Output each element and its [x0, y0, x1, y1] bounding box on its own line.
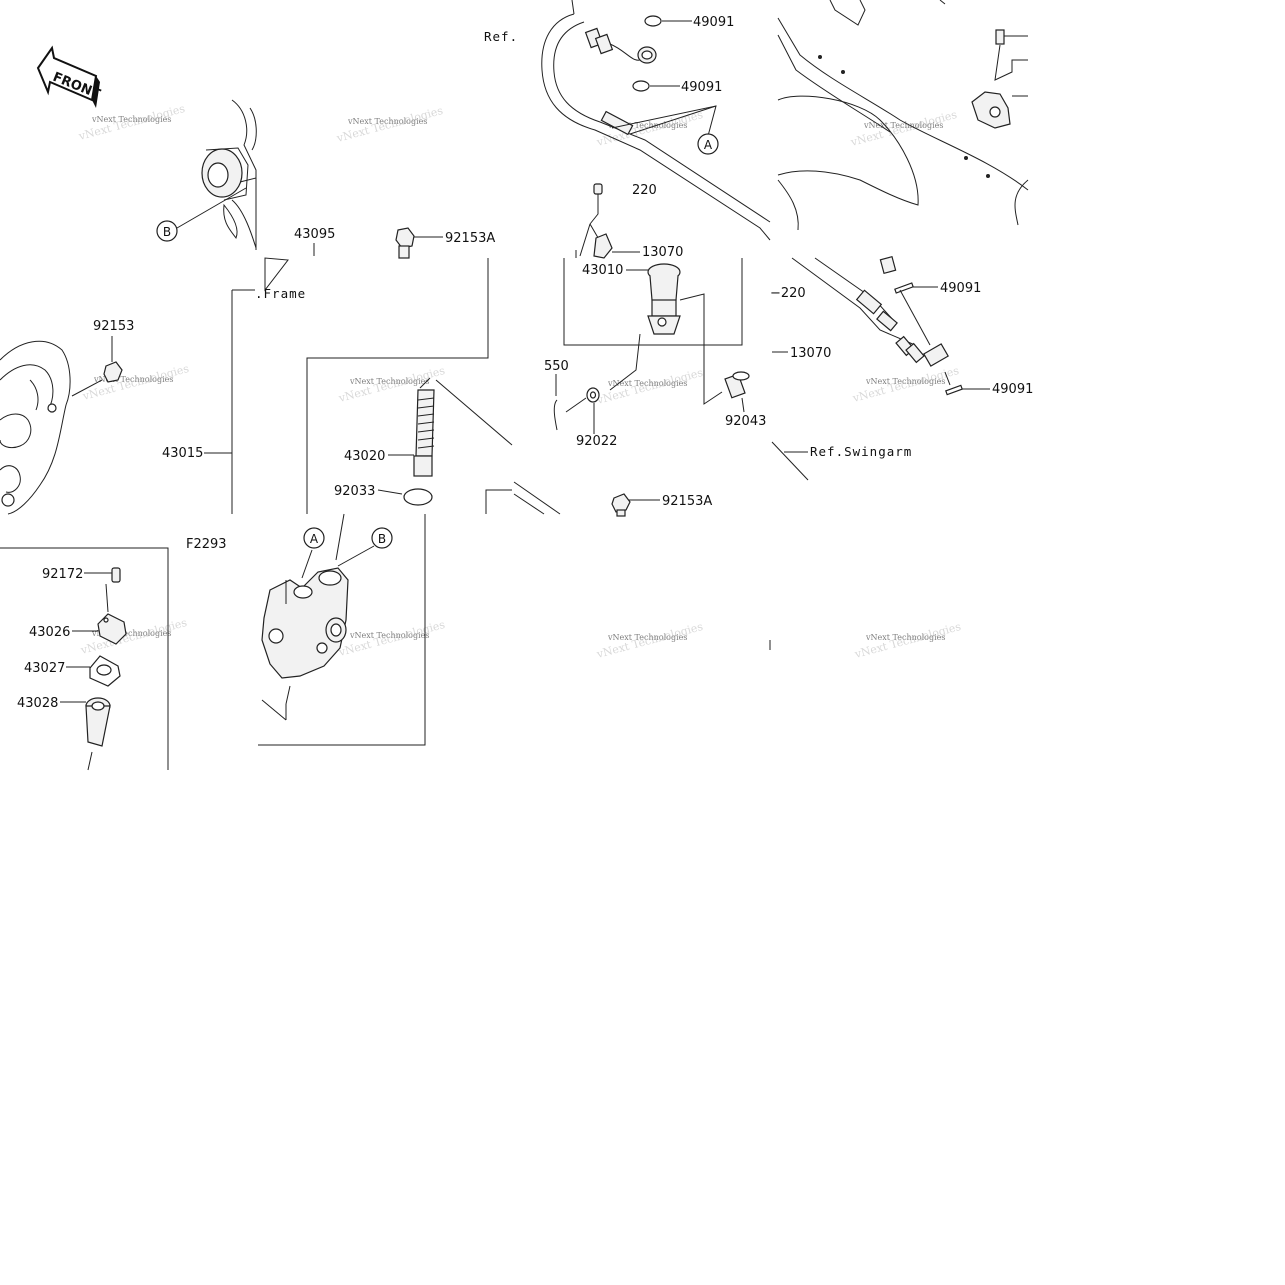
label-92153: 92153	[93, 319, 134, 334]
watermark-6: vNext Technologies	[349, 377, 429, 386]
watermark-12: vNext Technologies	[865, 633, 945, 642]
ref-label-swingarm: Ref.Swingarm	[810, 444, 912, 459]
label-43095: 43095	[294, 227, 335, 242]
watermark-11: vNext Technologies	[607, 633, 687, 642]
label-550: 550	[544, 359, 569, 374]
ref-label-top: Ref.	[484, 29, 518, 44]
label-92043: 92043	[725, 414, 766, 429]
label-92022: 92022	[576, 434, 617, 449]
watermark-8: vNext Technologies	[865, 377, 945, 386]
label-13070-right: 13070	[790, 346, 831, 361]
watermark-3: vNext Technologies	[607, 121, 687, 130]
front-arrow-icon: FRONT	[36, 45, 102, 108]
label-49091-a: 49091	[693, 15, 734, 30]
watermark-7: vNext Technologies	[607, 379, 687, 388]
label-13070: 13070	[642, 245, 683, 260]
lower-center-bracket	[258, 481, 561, 746]
caliper-body	[261, 545, 375, 721]
marker-b-left: B	[163, 225, 171, 239]
watermark-1: vNext Technologies	[91, 115, 171, 124]
label-92172: 92172	[42, 567, 83, 582]
watermark-4: vNext Technologies	[863, 121, 943, 130]
master-cylinder	[553, 183, 750, 434]
watermark-5: vNext Technologies	[93, 375, 173, 384]
push-rod-spring	[377, 377, 513, 506]
bleed-valve-lower-stem	[616, 509, 626, 517]
label-43026: 43026	[29, 625, 70, 640]
watermark-2: vNext Technologies	[347, 117, 427, 126]
diagram-code: F2293	[186, 537, 227, 552]
bleed-valve-left	[71, 336, 123, 397]
bracket-lines	[204, 243, 743, 514]
part-labels: 49091 49091 220 13070 43010 43095 92153A…	[17, 15, 1033, 711]
label-220-right: −220	[770, 286, 806, 301]
label-49091-d: 49091	[992, 382, 1033, 397]
swingarm-leader	[771, 441, 809, 481]
watermark-10: vNext Technologies	[349, 631, 429, 640]
frame-casting-upper	[201, 99, 257, 250]
label-49091-c: 49091	[940, 281, 981, 296]
markers: B A A B	[156, 133, 719, 549]
label-220: 220	[632, 183, 657, 198]
marker-b-caliper: B	[378, 532, 386, 546]
frame-part-upper-right	[777, 0, 1029, 231]
watermark-9: vNext Technologies	[91, 629, 171, 638]
marker-a-top: A	[704, 138, 713, 152]
label-92033: 92033	[334, 484, 375, 499]
brake-hose-lower-right	[791, 255, 990, 396]
label-92153a-lower: 92153A	[662, 494, 712, 509]
label-43027: 43027	[24, 661, 65, 676]
marker-a-caliper: A	[310, 532, 319, 546]
label-43020: 43020	[344, 449, 385, 464]
label-49091-b: 49091	[681, 80, 722, 95]
reservoir-assembly	[0, 547, 169, 771]
brake-hose-upper	[541, 0, 771, 241]
reference-labels: Ref. .Frame Ref.Swingarm	[255, 29, 912, 459]
bleed-valve-lower	[611, 493, 631, 513]
label-92153a-top: 92153A	[445, 231, 495, 246]
engine-casting-left	[0, 340, 71, 515]
label-43010: 43010	[582, 263, 623, 278]
label-43015: 43015	[162, 446, 203, 461]
bleed-valve-top	[395, 227, 443, 259]
ref-label-frame: .Frame	[255, 286, 306, 301]
label-43028: 43028	[17, 696, 58, 711]
